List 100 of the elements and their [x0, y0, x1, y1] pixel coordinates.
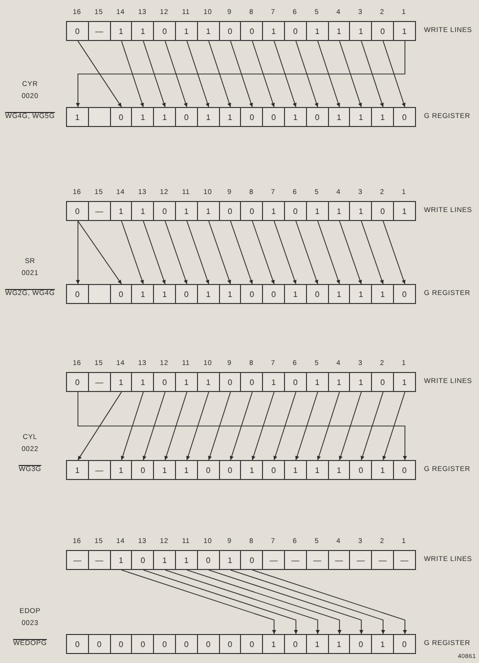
register-cell: 0 [175, 634, 198, 654]
register-cell: 0 [284, 21, 307, 41]
register-cell: — [349, 550, 372, 570]
register-cell: 1 [306, 21, 329, 41]
register-cell: 0 [110, 634, 132, 654]
arrow [252, 40, 275, 108]
register-cell: 1 [328, 634, 350, 654]
register-cell: 1 [175, 372, 198, 392]
register-cell: 0 [110, 107, 132, 127]
arrow [252, 392, 274, 460]
register-cell: 1 [262, 372, 285, 392]
register-cell: 1 [218, 284, 242, 304]
register-cell: 0 [371, 372, 394, 392]
register-cell: 1 [66, 460, 89, 480]
register-cell: 0 [218, 21, 242, 41]
register-cell: — [371, 550, 394, 570]
arrow [78, 40, 122, 108]
arrow [78, 220, 122, 284]
register-cell: 0 [66, 634, 89, 654]
arrow [142, 570, 298, 634]
register-cell: 0 [66, 201, 89, 221]
register-cell: 1 [393, 201, 416, 221]
register-cell: 1 [131, 372, 154, 392]
register-cell: 1 [196, 284, 220, 304]
register-cell: 1 [131, 21, 154, 41]
register-cell: 0 [218, 634, 242, 654]
register-cell: 1 [175, 201, 198, 221]
arrow [121, 40, 144, 108]
register-cell: 0 [393, 284, 416, 304]
register-cell: 0 [240, 372, 264, 392]
register-cell: 1 [306, 634, 329, 654]
register-cell: 0 [393, 107, 416, 127]
register-cell: 0 [131, 460, 154, 480]
register-cell: — [88, 21, 111, 41]
register-cell: 0 [196, 550, 220, 570]
register-cell: 1 [218, 550, 242, 570]
register-cell: 0 [175, 284, 198, 304]
register-cell: 1 [371, 107, 394, 127]
register-cell: 0 [88, 634, 111, 654]
register-cell: — [328, 550, 350, 570]
register-cell: — [393, 550, 416, 570]
register-cell: 1 [196, 21, 220, 41]
arrow [76, 40, 406, 108]
register-cell: 0 [66, 372, 89, 392]
register-cell: 0 [306, 284, 329, 304]
register-cell: 1 [349, 21, 372, 41]
register-cell: 1 [393, 372, 416, 392]
register-cell: — [88, 550, 111, 570]
register-cell: — [66, 550, 89, 570]
register-cell: 0 [349, 634, 372, 654]
arrow [208, 570, 364, 634]
arrow [142, 220, 166, 284]
register-cell: 0 [371, 201, 394, 221]
register-cell: 0 [393, 634, 416, 654]
arrow [382, 392, 406, 460]
register-cell: 0 [240, 107, 264, 127]
arrow [338, 392, 362, 460]
register-cell: 1 [110, 21, 132, 41]
arrow [142, 392, 166, 460]
register-cell: 0 [175, 107, 198, 127]
arrow [230, 392, 253, 460]
arrow [142, 40, 166, 108]
register-cell: 0 [262, 284, 285, 304]
arrow [164, 40, 188, 108]
register-cell: 1 [328, 284, 350, 304]
arrow [252, 220, 275, 284]
arrow [120, 392, 144, 460]
register-cell: 1 [175, 460, 198, 480]
arrow [274, 220, 296, 284]
register-cell: 0 [284, 201, 307, 221]
register-cell: 0 [131, 634, 154, 654]
arrow [274, 40, 297, 108]
register-cell: 1 [371, 634, 394, 654]
register-cell: 0 [153, 372, 176, 392]
arrow [360, 392, 384, 460]
arrow [208, 392, 231, 460]
register-cell: 0 [284, 634, 307, 654]
arrow [273, 392, 296, 460]
arrow [339, 220, 362, 284]
register-cell: 1 [110, 550, 132, 570]
register-cell: 0 [196, 634, 220, 654]
register-cell: 0 [262, 460, 285, 480]
arrow [186, 40, 210, 108]
register-cell: 1 [153, 550, 176, 570]
arrow [186, 392, 210, 460]
arrow [186, 570, 342, 634]
register-cell: 1 [153, 460, 176, 480]
register-cell: 1 [349, 201, 372, 221]
register-cell: 1 [306, 201, 329, 221]
register-cell: 1 [175, 550, 198, 570]
register-cell: 1 [66, 107, 89, 127]
register-cell: 0 [240, 21, 264, 41]
register-cell: 1 [284, 460, 307, 480]
arrow [382, 220, 406, 284]
register-cell: 0 [218, 460, 242, 480]
register-cell: — [306, 550, 329, 570]
arrow [164, 220, 188, 284]
register-cell: 0 [262, 107, 285, 127]
register-cell: — [88, 460, 111, 480]
register-cell: 1 [110, 201, 132, 221]
